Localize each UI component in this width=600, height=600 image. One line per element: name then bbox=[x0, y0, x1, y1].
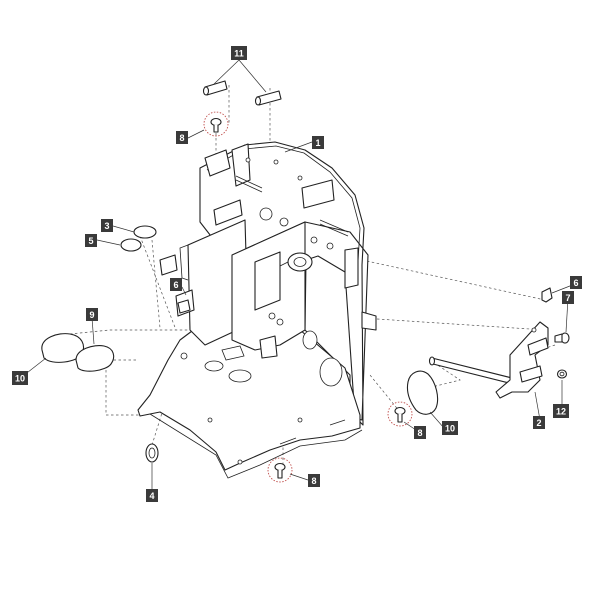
callout-7: 7 bbox=[562, 291, 574, 304]
bolt-right bbox=[387, 401, 413, 427]
nut-right bbox=[556, 369, 568, 379]
callout-11: 11 bbox=[231, 46, 247, 60]
foot-pads-left bbox=[41, 333, 115, 372]
callout-12: 12 bbox=[553, 404, 569, 418]
callout-9-text: 9 bbox=[89, 310, 94, 320]
main-frame-plate bbox=[137, 141, 377, 479]
callout-1: 1 bbox=[312, 136, 324, 149]
callout-9: 9 bbox=[86, 308, 98, 321]
callout-4-text: 4 bbox=[149, 491, 154, 501]
callout-2-text: 2 bbox=[536, 418, 541, 428]
callout-8-right-text: 8 bbox=[417, 428, 422, 438]
bolt-bottom bbox=[267, 457, 293, 483]
callout-8-top-text: 8 bbox=[179, 133, 184, 143]
callout-10-right-text: 10 bbox=[445, 424, 455, 434]
callout-6-right: 6 bbox=[570, 276, 582, 289]
callout-3: 3 bbox=[101, 219, 113, 232]
callout-10-right: 10 bbox=[442, 421, 458, 435]
pin-pair bbox=[202, 80, 282, 106]
callout-7-text: 7 bbox=[565, 293, 570, 303]
screw-right bbox=[554, 332, 570, 344]
bushing bbox=[145, 443, 159, 463]
callout-8-bottom: 8 bbox=[308, 474, 320, 487]
callout-5: 5 bbox=[85, 234, 97, 247]
callout-11-text: 11 bbox=[234, 49, 244, 59]
callout-labels: 11 1 8 3 5 6 9 10 bbox=[12, 46, 582, 502]
bolt-top bbox=[203, 111, 229, 137]
callout-1-text: 1 bbox=[315, 138, 320, 148]
callout-8-top: 8 bbox=[176, 131, 188, 144]
callout-12-text: 12 bbox=[556, 407, 566, 417]
foot-pad-right bbox=[406, 370, 439, 415]
callout-6-right-text: 6 bbox=[573, 278, 578, 288]
clip-left bbox=[177, 299, 191, 314]
callout-10-left: 10 bbox=[12, 371, 28, 385]
callout-3-text: 3 bbox=[104, 221, 109, 231]
assembly-lines bbox=[59, 85, 556, 470]
pedal-arm bbox=[428, 321, 549, 399]
callout-6-left-text: 6 bbox=[173, 280, 178, 290]
callout-4: 4 bbox=[146, 489, 158, 502]
callout-8-bottom-text: 8 bbox=[311, 476, 316, 486]
callout-2: 2 bbox=[533, 416, 545, 429]
callout-8-right: 8 bbox=[414, 426, 426, 439]
callout-6-left: 6 bbox=[170, 278, 182, 291]
callout-5-text: 5 bbox=[88, 236, 93, 246]
callout-10-left-text: 10 bbox=[15, 374, 25, 384]
clip-right bbox=[541, 287, 553, 303]
